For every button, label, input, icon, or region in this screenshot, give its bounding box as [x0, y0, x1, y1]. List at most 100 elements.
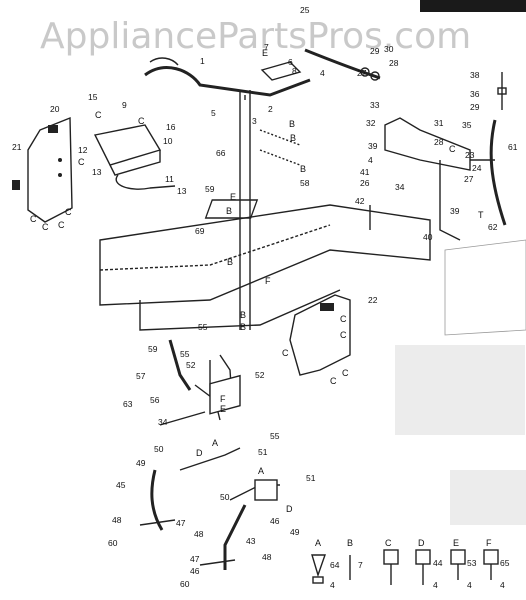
- callout: 49: [290, 527, 300, 537]
- lower-linkage: [139, 339, 280, 570]
- callout: C: [138, 116, 145, 126]
- callout: 26: [360, 178, 370, 188]
- callout: C: [58, 220, 65, 230]
- callout: 4: [368, 155, 373, 165]
- callout: C: [330, 376, 337, 386]
- callout: C: [282, 348, 289, 358]
- callout: 8: [292, 66, 297, 76]
- callout: F: [265, 276, 271, 286]
- watermark: AppliancePartsPros.com: [40, 16, 472, 57]
- callout: C: [340, 314, 347, 324]
- callout: B: [240, 322, 246, 332]
- callout: 59: [148, 344, 158, 354]
- callout: 69: [195, 226, 205, 236]
- callout: 45: [116, 480, 126, 490]
- callout: B: [226, 206, 232, 216]
- corner-tab: [420, 0, 526, 12]
- callout: 21: [12, 142, 22, 152]
- callout: 48: [112, 515, 122, 525]
- legend-part: 7: [358, 560, 363, 570]
- callout: 43: [246, 536, 256, 546]
- callout: C: [30, 214, 37, 224]
- scan-patch: [444, 239, 526, 336]
- callout: 49: [136, 458, 146, 468]
- callout: 3: [252, 116, 257, 126]
- callout: C: [449, 144, 456, 154]
- callout: 34: [395, 182, 405, 192]
- callout: C: [342, 368, 349, 378]
- callout: 28: [434, 137, 444, 147]
- callout: 13: [177, 186, 187, 196]
- legend-letter: D: [418, 538, 425, 548]
- callout: 2: [268, 104, 273, 114]
- callout: 46: [190, 566, 200, 576]
- callout: 61: [508, 142, 518, 152]
- legend-letter: E: [453, 538, 459, 548]
- callout: C: [42, 222, 49, 232]
- legend-part: 4: [467, 580, 472, 590]
- callout: 60: [180, 579, 190, 589]
- callout: 46: [270, 516, 280, 526]
- left-bracket-plate: [12, 116, 73, 223]
- legend-part: 44: [433, 558, 443, 568]
- callout: 55: [270, 431, 280, 441]
- lever-bracket: [93, 124, 176, 190]
- right-linkage-assembly: [369, 72, 507, 241]
- callout: C: [65, 207, 72, 217]
- callout: E: [262, 48, 268, 58]
- callout: 11: [165, 174, 174, 184]
- callout: 25: [300, 5, 310, 15]
- callout: 7: [264, 42, 269, 52]
- callout: 1: [200, 56, 205, 66]
- legend-part: 64: [330, 560, 340, 570]
- callout: 41: [360, 167, 370, 177]
- legend-letter: B: [347, 538, 353, 548]
- legend-part: 65: [500, 558, 510, 568]
- callout: B: [300, 164, 306, 174]
- callout: 57: [136, 371, 146, 381]
- callout: 38: [470, 70, 480, 80]
- callout: 22: [368, 295, 378, 305]
- callout: 34: [158, 417, 168, 427]
- callout: 48: [194, 529, 204, 539]
- callout: 52: [255, 370, 265, 380]
- callout: 62: [488, 222, 498, 232]
- callout: 27: [464, 174, 474, 184]
- callout: 23: [465, 150, 475, 160]
- callout: 48: [262, 552, 272, 562]
- legend-part: 4: [433, 580, 438, 590]
- callout: B: [289, 119, 295, 129]
- callout: 5: [211, 108, 216, 118]
- legend-letter: A: [315, 538, 321, 548]
- callout: B: [290, 133, 296, 143]
- hardware-legend: [311, 549, 499, 585]
- callout: D: [286, 504, 293, 514]
- callout: 47: [176, 518, 186, 528]
- callout: 31: [434, 118, 444, 128]
- callout: 55: [198, 322, 208, 332]
- callout: 30: [384, 44, 394, 54]
- callout: 6: [288, 57, 293, 67]
- callout: C: [95, 110, 102, 120]
- callout: 58: [300, 178, 310, 188]
- callout: 60: [108, 538, 118, 548]
- callout: 35: [462, 120, 472, 130]
- callout: 29: [470, 102, 480, 112]
- callout: 36: [470, 89, 480, 99]
- callout: T: [478, 210, 484, 220]
- callout: 13: [92, 167, 102, 177]
- callout: 28: [389, 58, 399, 68]
- callout: 12: [78, 145, 88, 155]
- callout: 39: [368, 141, 378, 151]
- callout: 9: [122, 100, 127, 110]
- callout: C: [340, 330, 347, 340]
- callout: 4: [320, 68, 325, 78]
- callout: E: [220, 404, 226, 414]
- callout: 56: [150, 395, 160, 405]
- callout: 33: [370, 100, 380, 110]
- callout: 16: [166, 122, 176, 132]
- chassis-frame: [99, 199, 431, 331]
- callout: A: [212, 438, 218, 448]
